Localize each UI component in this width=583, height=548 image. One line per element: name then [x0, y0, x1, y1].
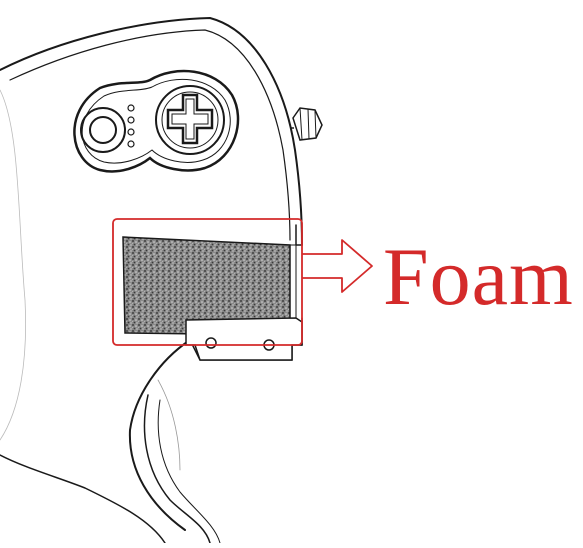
device-housing	[0, 17, 303, 544]
port-button-plate	[73, 69, 240, 173]
mounting-bracket	[185, 317, 303, 361]
callout-arrow	[302, 239, 373, 293]
highlight-box	[112, 218, 303, 346]
side-knob	[290, 107, 323, 141]
bracket-hole-left	[205, 337, 217, 349]
handle-grip	[143, 379, 221, 544]
foam-label: Foam	[383, 231, 574, 322]
callout	[112, 218, 373, 346]
